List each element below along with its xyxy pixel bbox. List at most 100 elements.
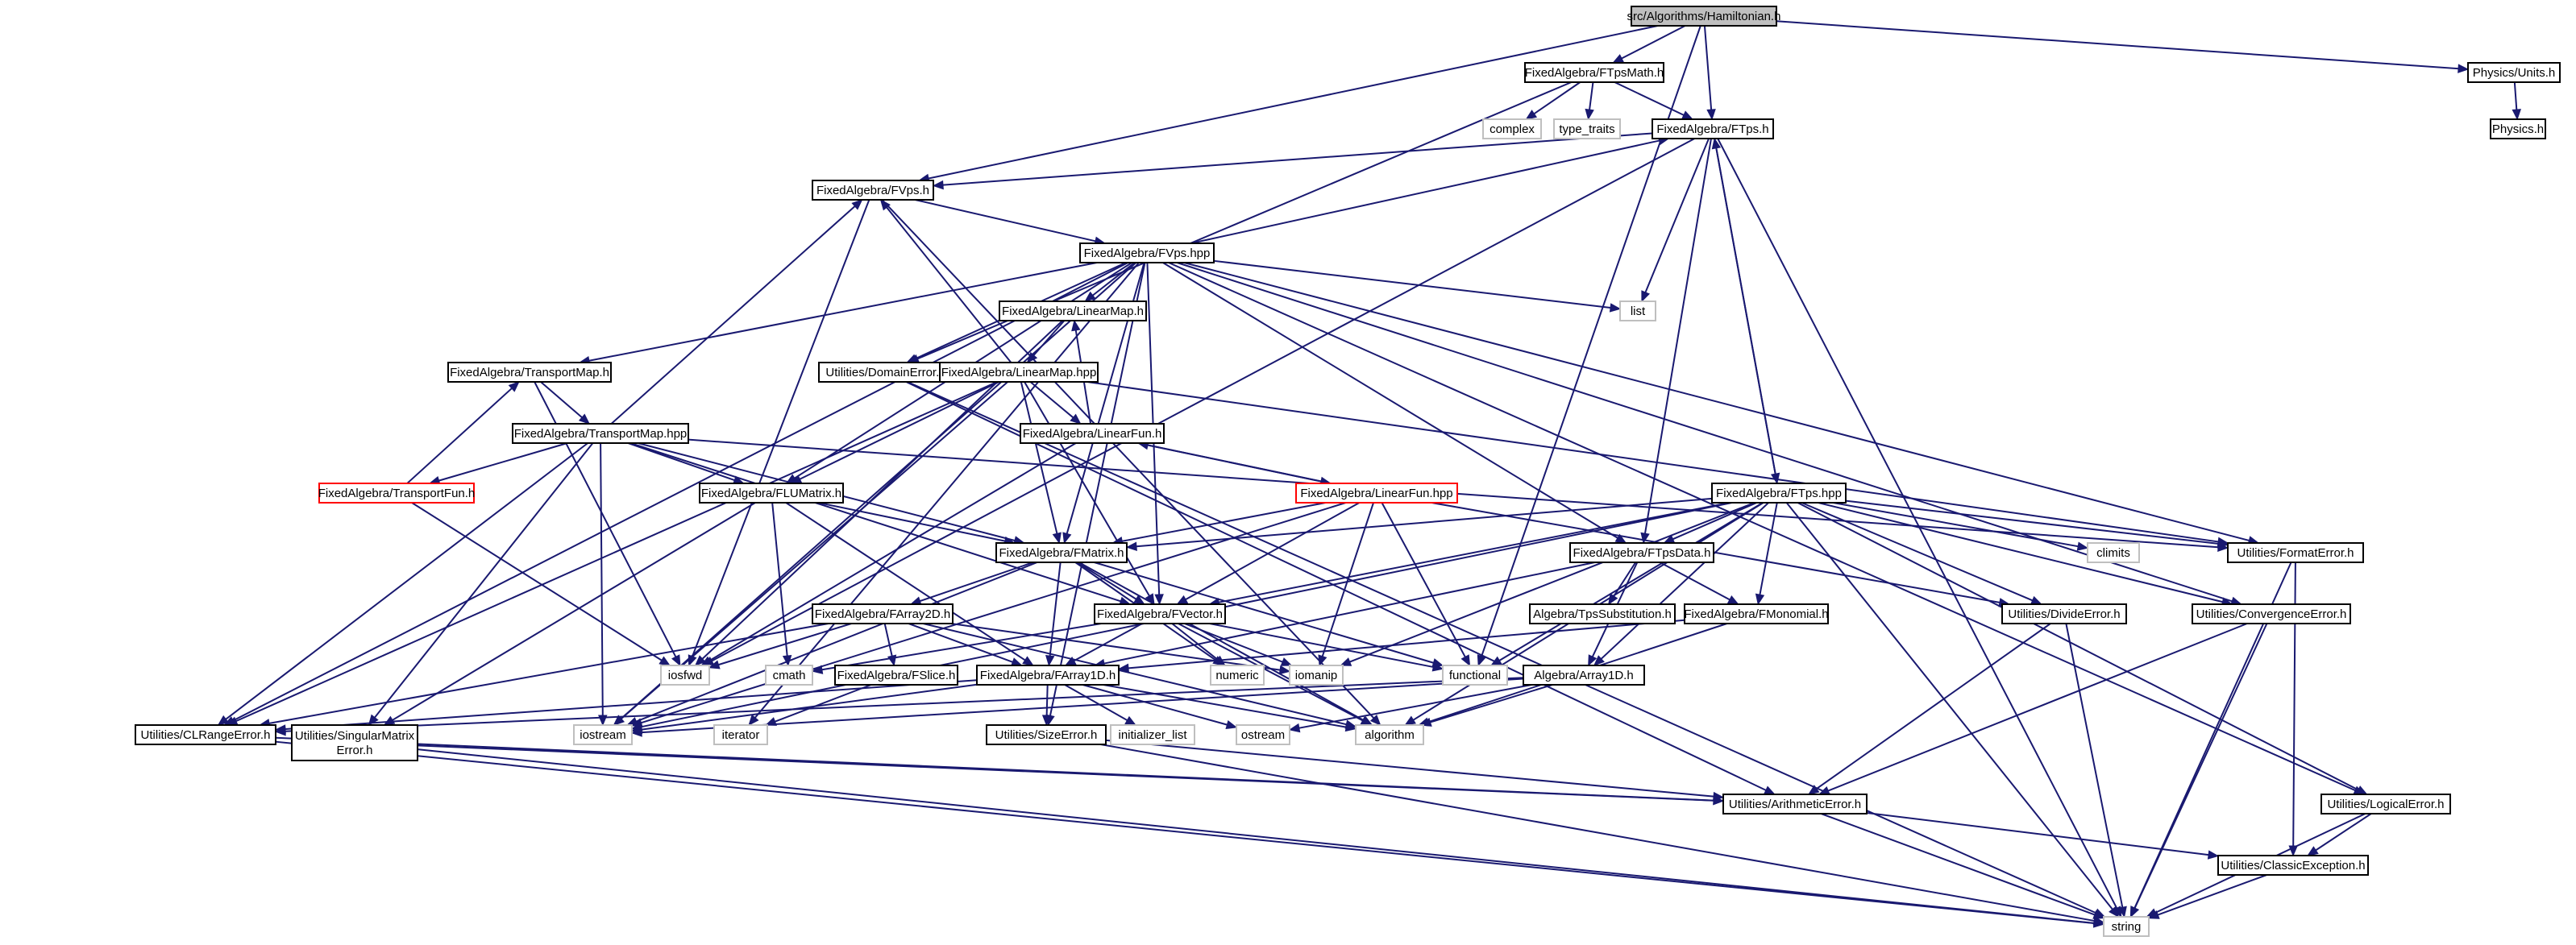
edge-arrowhead bbox=[1404, 715, 1416, 726]
edge-arrowhead bbox=[1154, 594, 1164, 606]
edge-hamiltonian-to-units bbox=[1776, 20, 2459, 70]
edge-arrowhead bbox=[1706, 109, 1716, 121]
edge-array1d-to-ostream bbox=[1298, 684, 1532, 729]
node-ftpsdata[interactable]: FixedAlgebra/FTpsData.h bbox=[1569, 542, 1714, 563]
edge-arrowhead bbox=[1280, 657, 1293, 666]
node-hamiltonian[interactable]: src/Algorithms/Hamiltonian.h bbox=[1627, 6, 1781, 27]
edge-array1d-to-algorithm bbox=[1430, 684, 1553, 723]
edge-sizeerror-to-arithmeticerror bbox=[1105, 739, 1714, 798]
node-label: FixedAlgebra/FArray1D.h bbox=[980, 669, 1116, 682]
node-transportfun[interactable]: FixedAlgebra/TransportFun.h bbox=[318, 483, 476, 504]
node-transportmap_h[interactable]: FixedAlgebra/TransportMap.h bbox=[447, 362, 612, 383]
nodes-layer: src/Algorithms/Hamiltonian.hFixedAlgebra… bbox=[135, 6, 2561, 937]
node-box bbox=[1289, 665, 1344, 686]
node-sizeerror[interactable]: Utilities/SizeError.h bbox=[986, 724, 1107, 745]
node-logicalerror[interactable]: Utilities/LogicalError.h bbox=[2320, 794, 2451, 814]
edge-fvps_hpp-to-iterator bbox=[754, 262, 1140, 719]
node-label: Utilities/LogicalError.h bbox=[2327, 798, 2444, 811]
edge-ftps_hpp-to-logicalerror bbox=[1797, 502, 2359, 791]
edge-arrowhead bbox=[1593, 655, 1605, 666]
edge-ftpsdata-to-fmonomial bbox=[1659, 562, 1730, 601]
edge-ftps_h-to-string bbox=[1717, 138, 2118, 909]
node-fmatrix[interactable]: FixedAlgebra/FMatrix.h bbox=[995, 542, 1128, 563]
node-iosfwd: iosfwd bbox=[660, 665, 710, 686]
edge-fvps_hpp-to-iostream bbox=[620, 262, 1137, 719]
node-fslice[interactable]: FixedAlgebra/FSlice.h bbox=[834, 665, 958, 686]
node-linearmap_h[interactable]: FixedAlgebra/LinearMap.h bbox=[999, 300, 1147, 321]
edge-ftps_hpp-to-convergenceerror bbox=[1818, 502, 2223, 603]
node-ostream: ostream bbox=[1236, 724, 1290, 745]
node-box bbox=[135, 724, 276, 745]
node-clrangeerror[interactable]: Utilities/CLRangeError.h bbox=[135, 724, 276, 745]
edge-fvps_hpp-to-clrangeerror bbox=[232, 262, 1129, 722]
node-fmonomial[interactable]: FixedAlgebra/FMonomial.h bbox=[1684, 603, 1829, 624]
edge-arrowhead bbox=[2512, 109, 2521, 121]
node-box bbox=[1523, 665, 1645, 686]
node-box bbox=[1711, 483, 1847, 504]
node-linearmap_hpp[interactable]: FixedAlgebra/LinearMap.hpp bbox=[939, 362, 1099, 383]
node-box bbox=[1524, 62, 1664, 83]
node-ftpsmath[interactable]: FixedAlgebra/FTpsMath.h bbox=[1524, 62, 1664, 83]
edge-arrowhead bbox=[2030, 595, 2042, 605]
node-tpssubst[interactable]: Algebra/TpsSubstitution.h bbox=[1529, 603, 1676, 624]
node-classicexception[interactable]: Utilities/ClassicException.h bbox=[2217, 855, 2369, 876]
node-ftps_hpp[interactable]: FixedAlgebra/FTps.hpp bbox=[1711, 483, 1847, 504]
node-farray2d[interactable]: FixedAlgebra/FArray2D.h bbox=[812, 603, 954, 624]
edge-arrowhead bbox=[274, 724, 286, 734]
node-box bbox=[1722, 794, 1868, 814]
node-box bbox=[2103, 916, 2150, 937]
edge-arrowhead bbox=[1045, 654, 1055, 667]
node-box bbox=[2320, 794, 2451, 814]
node-label: Utilities/DivideError.h bbox=[2008, 607, 2120, 621]
edge-arrowhead bbox=[811, 665, 824, 674]
edge-arrowhead bbox=[1755, 593, 1765, 606]
node-fvps_hpp[interactable]: FixedAlgebra/FVps.hpp bbox=[1079, 242, 1215, 263]
node-label: iterator bbox=[722, 728, 760, 742]
edge-arrowhead bbox=[2092, 910, 2105, 919]
node-ftps_h[interactable]: FixedAlgebra/FTps.h bbox=[1652, 118, 1774, 139]
edge-arrowhead bbox=[708, 660, 721, 669]
edge-linearmap_hpp-to-flumatrix bbox=[799, 381, 999, 480]
edge-farray1d-to-sizeerror bbox=[1045, 684, 1049, 716]
node-array1d[interactable]: Algebra/Array1D.h bbox=[1523, 665, 1645, 686]
node-units[interactable]: Physics/Units.h bbox=[2467, 62, 2561, 83]
node-formaterror[interactable]: Utilities/FormatError.h bbox=[2227, 542, 2364, 563]
node-box bbox=[1442, 665, 1508, 686]
node-label: FixedAlgebra/FVector.h bbox=[1097, 607, 1223, 621]
node-flumatrix[interactable]: FixedAlgebra/FLUMatrix.h bbox=[699, 483, 844, 504]
node-physics[interactable]: Physics.h bbox=[2490, 118, 2546, 139]
node-divideerror[interactable]: Utilities/DivideError.h bbox=[2001, 603, 2127, 624]
node-linearfun_hpp[interactable]: FixedAlgebra/LinearFun.hpp bbox=[1295, 483, 1458, 504]
node-label: FixedAlgebra/LinearFun.h bbox=[1023, 427, 1162, 441]
node-iterator: iterator bbox=[713, 724, 768, 745]
node-linearfun_h[interactable]: FixedAlgebra/LinearFun.h bbox=[1020, 423, 1165, 444]
edge-arrowhead bbox=[1477, 654, 1486, 667]
node-label: FixedAlgebra/FTps.hpp bbox=[1716, 487, 1842, 500]
edge-transportmap_h-to-transportmap_hpp bbox=[540, 381, 583, 418]
edge-arrowhead bbox=[1125, 541, 1137, 551]
node-label: Utilities/ClassicException.h bbox=[2221, 859, 2365, 872]
node-fvps_h[interactable]: FixedAlgebra/FVps.h bbox=[812, 180, 934, 201]
edge-fmatrix-to-iostream bbox=[635, 562, 1038, 723]
edge-arrowhead bbox=[1807, 785, 1820, 795]
edge-linearmap_hpp-to-fvector bbox=[1024, 381, 1150, 597]
node-label: string bbox=[2112, 920, 2142, 934]
edge-arrowhead bbox=[1431, 662, 1444, 672]
edge-arrowhead bbox=[1585, 108, 1594, 121]
node-transportmap_hpp[interactable]: FixedAlgebra/TransportMap.hpp bbox=[512, 423, 689, 444]
edge-fslice-to-iterator bbox=[775, 684, 872, 723]
node-domainerror[interactable]: Utilities/DomainError.h bbox=[818, 362, 954, 383]
edge-convergenceerror-to-arithmeticerror bbox=[1827, 623, 2248, 792]
edge-arrowhead bbox=[932, 180, 944, 190]
node-fvector[interactable]: FixedAlgebra/FVector.h bbox=[1094, 603, 1226, 624]
node-box bbox=[1355, 724, 1424, 745]
node-arithmeticerror[interactable]: Utilities/ArithmeticError.h bbox=[1722, 794, 1868, 814]
edge-fvps_hpp-to-linearmap_h bbox=[1092, 262, 1136, 296]
node-farray1d[interactable]: FixedAlgebra/FArray1D.h bbox=[976, 665, 1120, 686]
node-initializer_list: initializer_list bbox=[1110, 724, 1195, 745]
node-box bbox=[765, 665, 813, 686]
node-convergenceerror[interactable]: Utilities/ConvergenceError.h bbox=[2192, 603, 2351, 624]
edge-domainerror-to-string bbox=[907, 381, 2096, 914]
